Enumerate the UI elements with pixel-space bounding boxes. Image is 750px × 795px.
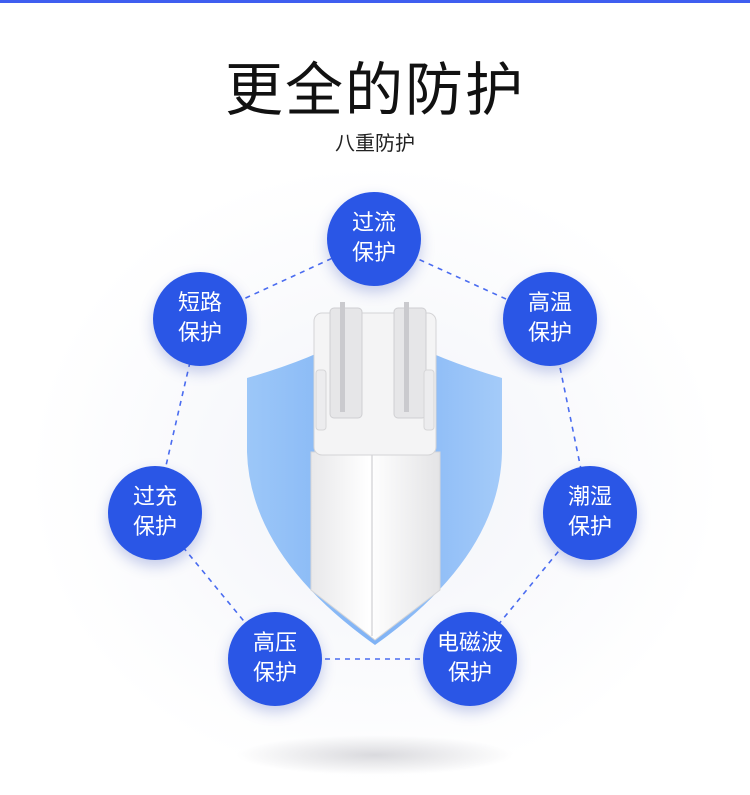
badge-label-line1: 过流 bbox=[351, 211, 396, 236]
badge-label-line2: 保护 bbox=[252, 661, 297, 686]
badge-label-line1: 高压 bbox=[252, 631, 297, 656]
page-title: 更全的防护 bbox=[224, 56, 525, 124]
badge-label-line1: 高温 bbox=[527, 291, 572, 316]
badge-label-line2: 保护 bbox=[132, 515, 177, 540]
badge-label-line2: 保护 bbox=[567, 515, 612, 540]
badge-high-voltage-protection: 高压 保护 bbox=[228, 612, 322, 706]
badge-label-line1: 电磁波 bbox=[436, 631, 503, 656]
badge-overcharge-protection: 过充 保护 bbox=[108, 466, 202, 560]
badge-electromagnetic-protection: 电磁波 保护 bbox=[423, 612, 517, 706]
badge-humidity-protection: 潮湿 保护 bbox=[543, 466, 637, 560]
badge-label-line2: 保护 bbox=[527, 321, 572, 346]
badge-label-line1: 短路 bbox=[177, 291, 222, 316]
charger-illustration bbox=[310, 302, 441, 641]
badge-overcurrent-protection: 过流 保护 bbox=[327, 192, 421, 286]
badge-label-line1: 潮湿 bbox=[567, 485, 612, 510]
badge-label-line2: 保护 bbox=[447, 661, 492, 686]
badge-short-circuit-protection: 短路 保护 bbox=[153, 272, 247, 366]
badge-high-temperature-protection: 高温 保护 bbox=[503, 272, 597, 366]
badge-label-line2: 保护 bbox=[177, 321, 222, 346]
top-accent-bar bbox=[0, 0, 750, 3]
ground-shadow bbox=[235, 735, 515, 775]
badge-label-line1: 过充 bbox=[132, 485, 177, 510]
page-subtitle: 八重防护 bbox=[335, 131, 415, 155]
badge-label-line2: 保护 bbox=[351, 241, 396, 266]
